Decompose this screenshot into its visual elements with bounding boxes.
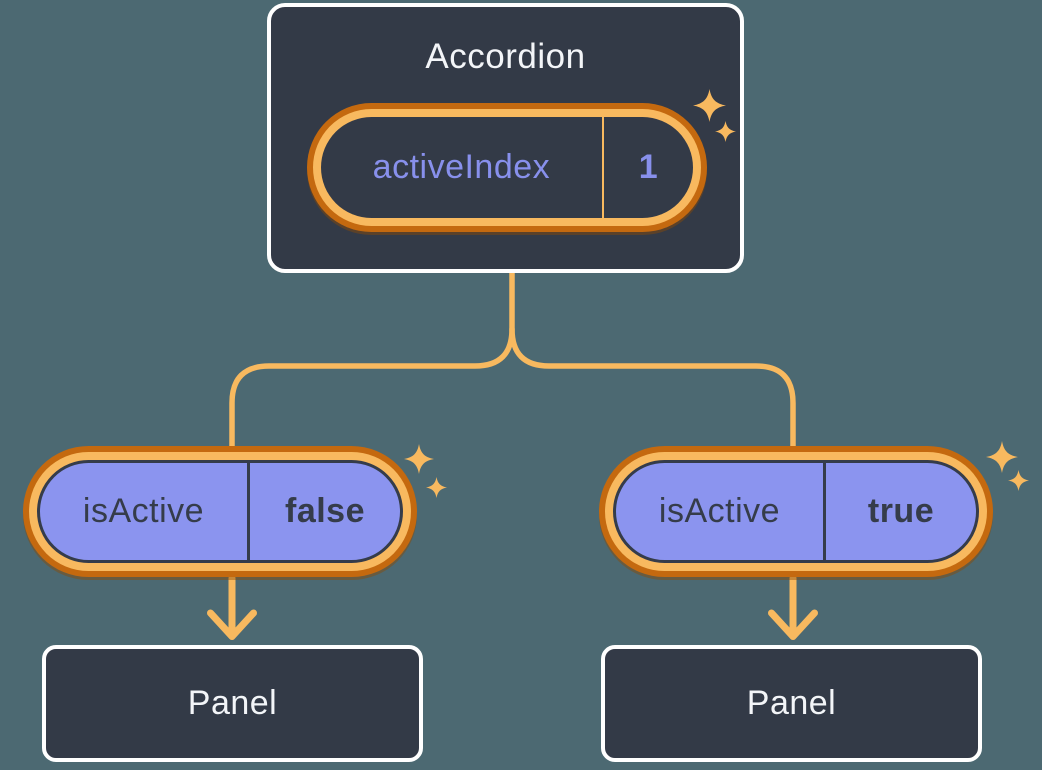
sparkle-icon xyxy=(1008,470,1029,491)
pill-divider xyxy=(823,463,826,560)
pill-divider xyxy=(601,117,604,218)
branch-line-left xyxy=(229,265,515,471)
accordion-component-box: Accordion activeIndex 1 xyxy=(267,3,744,273)
prop-name-right: isActive xyxy=(658,492,781,530)
state-value: 1 xyxy=(638,148,659,186)
pill-divider xyxy=(247,463,250,560)
panel-label: Panel xyxy=(187,684,278,722)
state-name: activeIndex xyxy=(372,148,551,186)
arrow-down-right-icon xyxy=(768,574,818,640)
accordion-title: Accordion xyxy=(425,37,586,76)
prop-name-left: isActive xyxy=(82,492,205,530)
sparkle-icon xyxy=(986,441,1018,473)
state-pill: activeIndex 1 xyxy=(307,103,707,232)
panel-box-left: Panel xyxy=(42,645,423,762)
sparkle-icon xyxy=(426,477,447,498)
prop-pill-left: isActive false xyxy=(23,446,417,577)
prop-pill-right: isActive true xyxy=(599,446,993,577)
sparkle-icon xyxy=(404,444,434,474)
panel-box-right: Panel xyxy=(601,645,982,762)
prop-value-right: true xyxy=(867,492,935,530)
prop-value-left: false xyxy=(285,492,365,530)
branch-line-right xyxy=(509,326,796,463)
panel-label: Panel xyxy=(746,684,837,722)
arrow-down-left-icon xyxy=(207,574,257,640)
